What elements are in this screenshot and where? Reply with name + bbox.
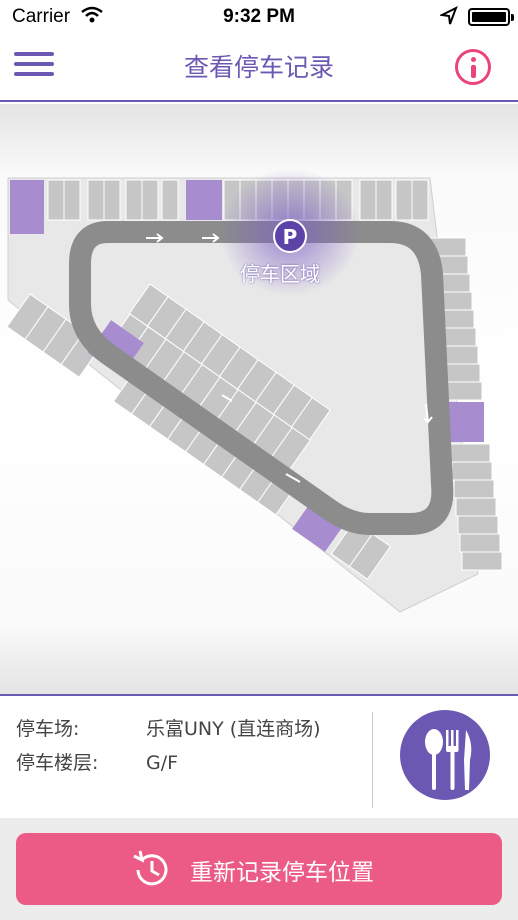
stair-core-left: [10, 180, 44, 234]
floor-value: G/F: [146, 752, 179, 774]
wifi-icon: [81, 6, 103, 23]
divider: [372, 712, 373, 808]
hamburger-menu-icon[interactable]: [14, 52, 54, 84]
carrier-label: Carrier: [12, 6, 71, 27]
bottom-action-area: 重新记录停车位置: [0, 818, 518, 920]
page-title: 查看停车记录: [183, 53, 334, 82]
info-icon[interactable]: [455, 49, 491, 85]
dining-button[interactable]: [400, 710, 490, 800]
location-arrow-icon: [440, 6, 458, 25]
parking-map[interactable]: P 停车区域: [0, 104, 518, 694]
status-bar: Carrier 9:32 PM: [0, 0, 518, 34]
relog-button-label: 重新记录停车位置: [190, 860, 374, 886]
parking-marker-icon: [273, 219, 307, 253]
relog-parking-button[interactable]: 重新记录停车位置: [16, 833, 502, 905]
lot-value: 乐富UNY (直连商场): [146, 718, 321, 740]
battery-icon: [468, 8, 514, 26]
parking-map-drawing: P: [6, 168, 503, 613]
lot-label: 停车场:: [16, 718, 80, 740]
floor-label: 停车楼层:: [16, 752, 99, 774]
nav-bar: 查看停车记录: [0, 34, 518, 102]
parking-marker-letter: P: [283, 225, 298, 249]
lane-arrows: [146, 233, 433, 483]
parking-area-label: 停车区域: [240, 262, 320, 286]
parking-info-panel: 停车场: 乐富UNY (直连商场) 停车楼层: G/F: [0, 694, 518, 818]
driving-lane: [69, 221, 454, 535]
clock-refresh-icon: [133, 850, 168, 886]
clock: 9:32 PM: [223, 6, 295, 27]
stair-core-top: [186, 180, 222, 220]
utensils-icon: [425, 729, 472, 790]
floor-row: 停车楼层: G/F: [16, 748, 178, 775]
lot-row: 停车场: 乐富UNY (直连商场): [16, 714, 321, 741]
